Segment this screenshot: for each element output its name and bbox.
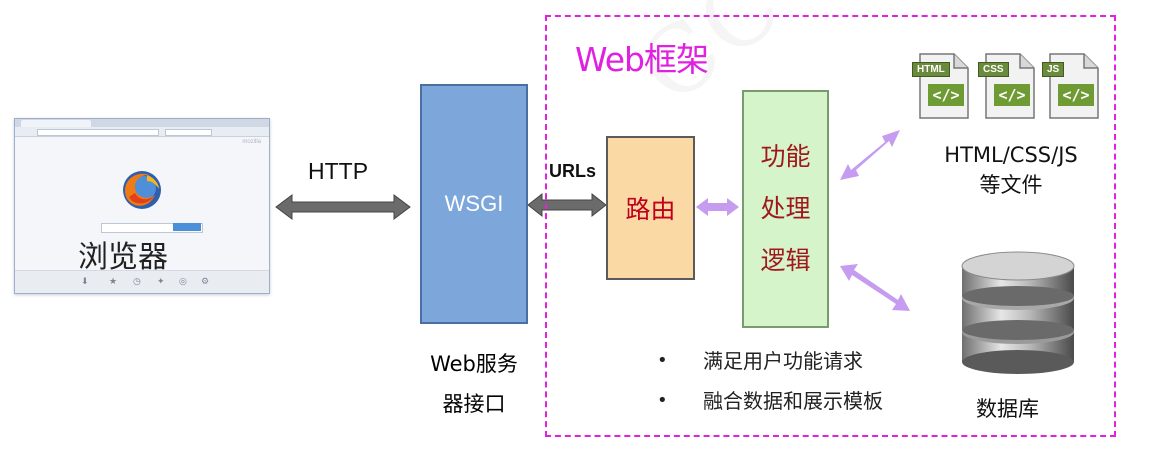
bullet-list: • 满足用户功能请求 • 融合数据和展示模板 [657,341,883,421]
bullet-dot: • [657,350,668,371]
logic-line: 功能 [760,142,811,171]
browser-url-bar [15,127,269,137]
browser-tab [21,120,91,127]
bullet-text: 融合数据和展示模板 [703,389,883,413]
logic-line: 逻辑 [760,246,811,275]
css-file: CSS </> [978,52,1038,118]
logic-files-arrow [840,130,900,180]
web-framework-title: Web框架 [575,40,709,79]
route-label: 路由 [625,195,676,224]
http-arrow [275,194,411,220]
browser-search-box [101,223,203,233]
logic-line: 处理 [760,194,811,223]
browser-footer: ⬇ ★ ◷ ✦ ◎ ⚙ [15,270,269,293]
urls-label: URLs [549,161,597,181]
bullet-dot: • [657,390,668,411]
star-icon: ★ [109,277,118,287]
wsgi-caption-line: 器接口 [442,392,506,416]
files-label: HTML/CSS/JS 等文件 [918,140,1104,200]
settings-icon: ⚙ [201,277,210,287]
sync-icon: ◎ [179,277,187,287]
code-icon: </> [928,84,964,106]
browser-window: mozilla ⬇ ★ ◷ ✦ ◎ ⚙ [14,118,270,294]
database-icon [961,251,1075,374]
address-field [37,129,159,136]
html-file: HTML </> [912,52,972,118]
search-field [165,129,212,136]
wsgi-caption-line: Web服务 [430,352,518,376]
css-tag: CSS [978,62,1009,77]
route-box: 路由 [606,136,695,280]
addons-icon: ✦ [157,277,165,287]
http-label: HTTP [308,158,369,184]
wsgi-box: WSGI [420,84,528,324]
code-icon: </> [994,84,1030,106]
wsgi-label: WSGI [444,191,504,216]
js-file: JS </> [1042,52,1102,118]
bullet-item: • 融合数据和展示模板 [657,381,883,421]
logic-db-arrow [840,264,910,311]
download-icon: ⬇ [81,277,89,287]
history-icon: ◷ [133,277,141,287]
bullet-text: 满足用户功能请求 [703,349,863,373]
wsgi-caption: Web服务 器接口 [412,344,536,424]
logic-box: 功能 处理 逻辑 [742,90,829,328]
brand-text: mozilla [242,139,261,145]
files-label-line: 等文件 [979,173,1043,197]
code-icon: </> [1058,84,1094,106]
browser-search-button [173,223,201,231]
browser-tab-bar [15,119,269,127]
database-label: 数据库 [976,397,1039,421]
bullet-item: • 满足用户功能请求 [657,341,883,381]
route-logic-arrow [696,198,739,216]
browser-label: 浏览器 [78,240,168,275]
js-tag: JS [1042,62,1065,77]
web-framework-frame [545,15,1116,437]
files-label-line: HTML/CSS/JS [944,143,1078,167]
firefox-logo-icon [123,171,161,209]
html-tag: HTML [912,62,950,77]
